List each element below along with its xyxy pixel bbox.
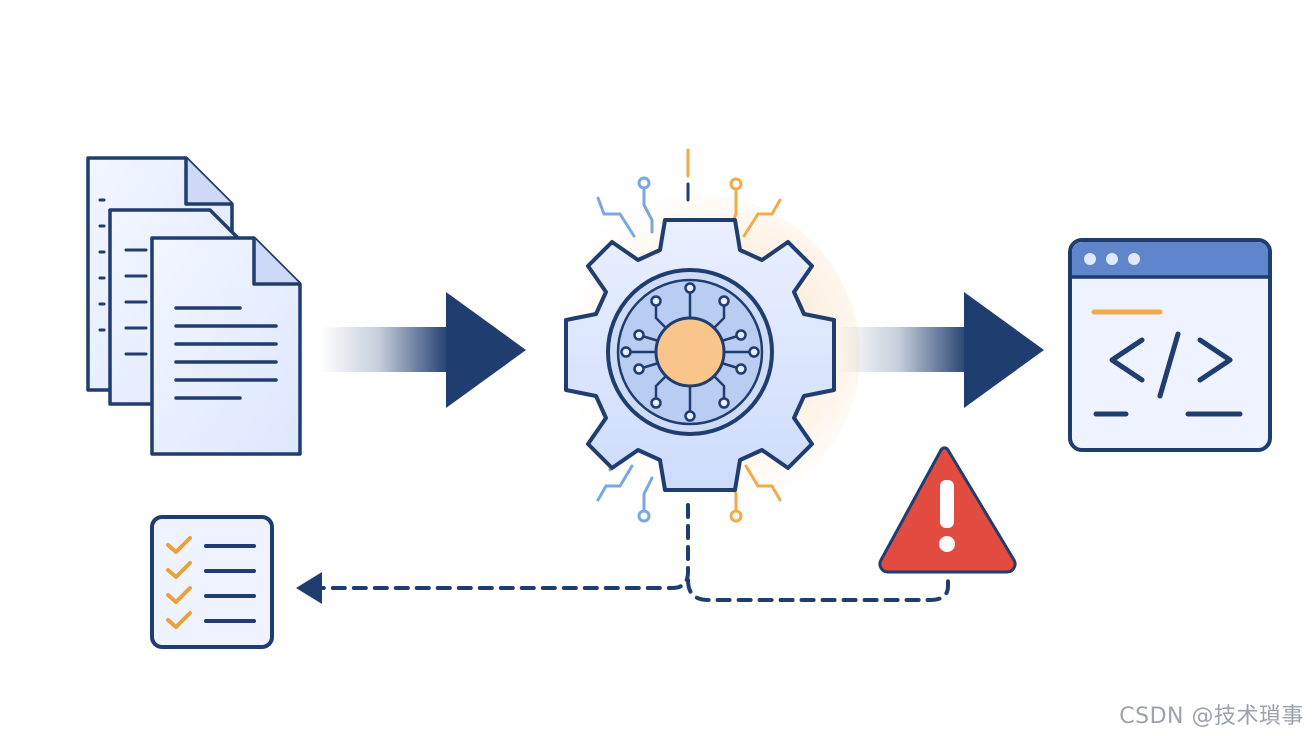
feedback-arrowhead [296, 572, 322, 604]
checklist-icon [150, 515, 274, 649]
warning-triangle-icon [878, 446, 1017, 574]
code-window-icon [1068, 238, 1272, 452]
flow-arrow-to-processor [320, 292, 526, 408]
documents-stack-icon [86, 156, 302, 456]
watermark: CSDN @技术瑣事 [1119, 704, 1304, 729]
flow-arrow-to-output [840, 292, 1044, 408]
feedback-dashed-path [318, 503, 950, 602]
ai-gear-icon [540, 148, 860, 523]
